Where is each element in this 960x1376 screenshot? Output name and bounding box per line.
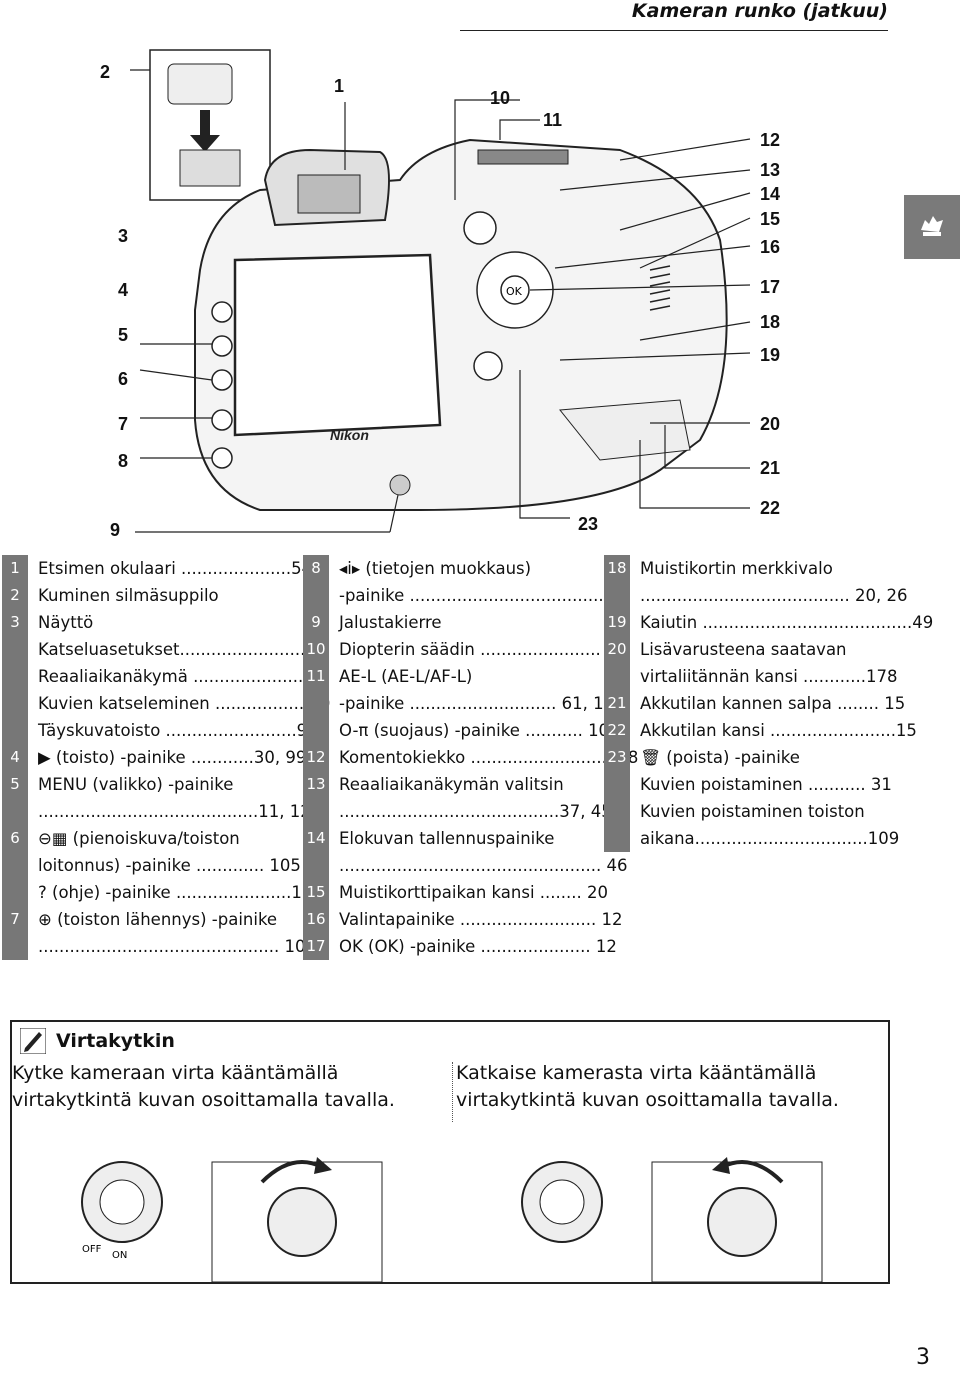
callout-8: 8	[118, 451, 129, 471]
brand-logo: Nikon	[330, 427, 369, 443]
header-rule	[460, 30, 888, 31]
legend-item: ........................................…	[303, 852, 638, 879]
pencil-check-icon	[20, 1028, 46, 1054]
legend-item: ........................................…	[303, 798, 638, 825]
legend-item: Täyskuvatoisto .........................…	[2, 717, 330, 744]
callout-14: 14	[760, 184, 781, 204]
legend-item: Kuvien katseleminen ..................30	[2, 690, 330, 717]
callout-12: 12	[760, 130, 781, 150]
legend-item: virtaliitännän kansi ............178	[604, 663, 933, 690]
legend-item: loitonnus) -painike ............. 105	[2, 852, 330, 879]
legend-item: Katseluasetukset........................…	[2, 636, 330, 663]
power-switch-note: Virtakytkin Kytke kameraan virta kääntäm…	[10, 1020, 890, 1284]
legend-item: O-π (suojaus) -painike ........... 108	[303, 717, 638, 744]
callout-20: 20	[760, 414, 781, 434]
legend-item: -painike ...............................…	[303, 582, 638, 609]
legend-item: 8◂i▸ (tietojen muokkaus)	[303, 555, 638, 582]
note-title: Virtakytkin	[20, 1028, 175, 1054]
power-on-illustration: OFF ON	[81, 1157, 383, 1282]
legend-item: -painike ............................ 61…	[303, 690, 638, 717]
callout-15: 15	[760, 209, 781, 229]
note-text-right: Katkaise kamerasta virta kääntämällä vir…	[456, 1060, 839, 1114]
legend-item: 7⊕ (toiston lähennys) -painike	[2, 906, 330, 933]
callout-5: 5	[118, 325, 129, 345]
callout-17: 17	[760, 277, 781, 297]
camera-body-icon	[921, 216, 943, 236]
callout-18: 18	[760, 312, 781, 332]
legend-item: ........................................…	[2, 798, 330, 825]
callout-16: 16	[760, 237, 781, 257]
legend-item: ........................................…	[2, 933, 330, 960]
callout-7: 7	[118, 414, 129, 434]
setup-tab-icon	[904, 195, 960, 259]
page-header-title: Kameran runko (jatkuu)	[631, 0, 888, 22]
callout-23: 23	[578, 514, 599, 534]
page-number: 3	[916, 1345, 930, 1370]
callout-10: 10	[490, 88, 511, 108]
callout-19: 19	[760, 345, 781, 365]
legend-item: 23🗑 (poista) -painike	[604, 744, 933, 771]
note-title-text: Virtakytkin	[56, 1030, 175, 1052]
callout-6: 6	[118, 369, 129, 389]
note-right-line: virtakytkintä kuvan osoittamalla tavalla…	[456, 1089, 839, 1111]
legend-column-2: 8◂i▸ (tietojen muokkaus) -painike ......…	[303, 555, 638, 960]
callout-1: 1	[334, 76, 345, 96]
camera-back-illustration: Nikon OK	[130, 49, 751, 533]
power-off-illustration	[521, 1157, 823, 1282]
legend-item: aikana.................................1…	[604, 825, 933, 852]
callout-13: 13	[760, 160, 781, 180]
note-left-line: Kytke kameraan virta kääntämällä	[12, 1062, 339, 1084]
note-text-left: Kytke kameraan virta kääntämällä virtaky…	[12, 1060, 395, 1114]
callout-21: 21	[760, 458, 781, 478]
callout-4: 4	[118, 280, 129, 300]
callout-11: 11	[543, 110, 563, 130]
svg-text:OK: OK	[506, 285, 523, 298]
legend-item: ? (ohje) -painike ......................…	[2, 879, 330, 906]
note-right-line: Katkaise kamerasta virta kääntämällä	[456, 1062, 817, 1084]
legend-item: Kuvien poistaminen toiston	[604, 798, 933, 825]
callout-22: 22	[760, 498, 781, 518]
callout-3: 3	[118, 226, 129, 246]
legend-item: 4▶ (toisto) -painike ............30, 99	[2, 744, 330, 771]
legend-item: Kuvien poistaminen ........... 31	[604, 771, 933, 798]
callout-9: 9	[110, 520, 121, 540]
off-label: OFF	[82, 1244, 102, 1255]
callout-2: 2	[100, 62, 111, 82]
note-separator	[452, 1062, 454, 1122]
note-left-line: virtakytkintä kuvan osoittamalla tavalla…	[12, 1089, 395, 1111]
legend-item: Reaaliaikanäkymä .....................37	[2, 663, 330, 690]
legend-item: 6⊖▦ (pienoiskuva/toiston	[2, 825, 330, 852]
legend-item: ........................................…	[604, 582, 933, 609]
on-label: ON	[112, 1250, 127, 1261]
camera-back-diagram: Nikon OK	[0, 40, 960, 550]
